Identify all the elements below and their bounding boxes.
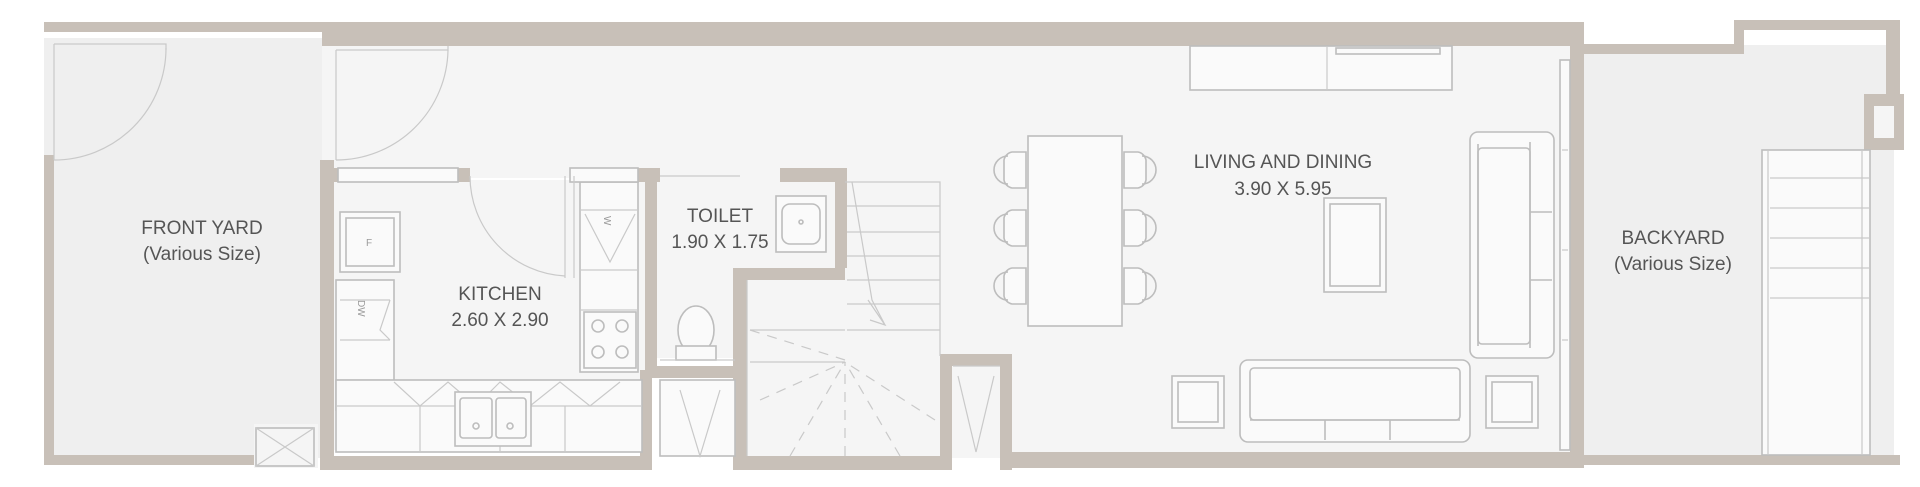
chimney-inner [1874, 106, 1894, 138]
backyard-name: BACKYARD [1621, 228, 1724, 249]
kitchen-door [469, 175, 566, 278]
toilet-size: 1.90 X 1.75 [671, 232, 768, 253]
wall-toilet-bottom [652, 366, 737, 378]
dining-table [1027, 135, 1123, 327]
wall-closet-left [940, 356, 952, 470]
wall-top-back-2 [1742, 20, 1900, 30]
side-table-right [1485, 375, 1539, 429]
kitchen-name: KITCHEN [458, 284, 541, 305]
wall-bottom-front [44, 455, 264, 465]
living-furniture [1171, 45, 1555, 443]
fridge-label: F [366, 238, 372, 249]
front-yard-size: (Various Size) [143, 244, 261, 265]
front-yard-area [44, 38, 322, 458]
tv-cabinet [1189, 45, 1453, 91]
coffee-table [1323, 197, 1387, 293]
wall-left-front [44, 155, 54, 465]
living-name: LIVING AND DINING [1194, 152, 1372, 173]
wall-right-living [1570, 22, 1584, 468]
living-size: 3.90 X 5.95 [1234, 179, 1331, 200]
entry-door [335, 46, 449, 161]
storage [659, 365, 1000, 459]
entry-area [322, 38, 742, 178]
dining-set [993, 135, 1157, 327]
toilet-fixtures [660, 175, 827, 361]
kitchen-fixtures: F DW W [335, 167, 643, 453]
sliding-door [1559, 59, 1571, 451]
wall-left-house [320, 160, 334, 470]
fridge [339, 211, 401, 273]
kitchen-sink [454, 391, 532, 447]
walls [44, 20, 1904, 470]
wall-top-back-notch [1734, 20, 1744, 54]
wall-bottom-living [1000, 452, 1584, 468]
washer-label: W [601, 216, 612, 226]
wall-toilet-left [645, 168, 657, 378]
front-yard-name: FRONT YARD [141, 218, 262, 239]
toilet-name: TOILET [687, 206, 754, 227]
room-labels: FRONT YARD (Various Size) KITCHEN 2.60 X… [141, 152, 1732, 331]
wall-closet-right [1000, 354, 1012, 470]
wall-stair-bottom [733, 456, 943, 470]
wall-stair-top [733, 268, 845, 280]
sofa-bottom [1239, 359, 1471, 443]
cooktop [583, 311, 637, 369]
wall-bottom-kitchen [320, 456, 650, 470]
wall-toilet-top-right [780, 168, 847, 182]
counter-top-left [337, 167, 459, 183]
backyard-size: (Various Size) [1614, 254, 1732, 275]
chairs-right [1123, 151, 1157, 305]
front-door [53, 43, 318, 468]
stairs [746, 181, 941, 457]
sofa-right [1469, 131, 1555, 359]
backyard-stairs [1761, 149, 1871, 456]
kitchen-size: 2.60 X 2.90 [451, 310, 548, 331]
wall-toilet-right [835, 168, 847, 268]
wall-top-front [44, 22, 324, 32]
wall-top-main [322, 22, 1584, 46]
wall-bottom-back [1584, 455, 1900, 465]
wall-closet-top [940, 354, 1012, 366]
wall-left-house-top [322, 22, 336, 44]
wall-top-back-1 [1584, 44, 1742, 54]
dishwasher-label: DW [355, 300, 366, 317]
wall-stair-left [733, 270, 747, 470]
chairs-left [993, 151, 1027, 305]
side-table-left [1171, 375, 1225, 429]
wall-toilet-top [640, 168, 660, 182]
wall-kitchen-right [640, 370, 652, 470]
wall-right-back [1886, 22, 1900, 94]
